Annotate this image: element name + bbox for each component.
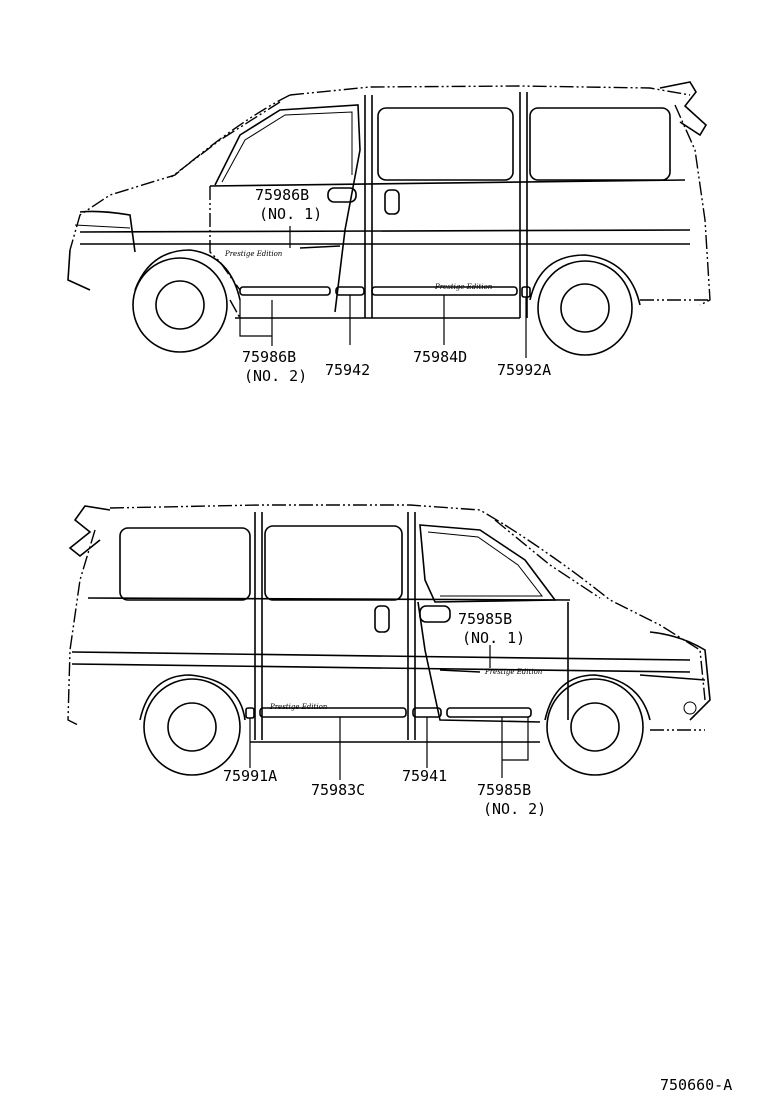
leader-75986b-no2: [239, 300, 273, 346]
label-75984d: 75984D: [413, 348, 467, 366]
leader-75985b-no2: [501, 717, 529, 778]
label-75991a: 75991A: [223, 767, 277, 785]
label-75985b-no1-sub: (NO. 1): [462, 629, 525, 647]
rear-wheel-bottom: [143, 678, 241, 776]
moulding-75991a: [245, 707, 255, 719]
label-75985b-no2-sub: (NO. 2): [483, 800, 546, 818]
moulding-75942: [335, 286, 365, 296]
emblem-prestige-front-door: Prestige Edition: [224, 250, 283, 258]
moulding-75941: [412, 707, 442, 718]
label-75986b-no2: 75986B: [242, 348, 296, 366]
label-75992a: 75992A: [497, 361, 551, 379]
front-wheel-bottom: [546, 678, 644, 776]
emblem-prestige-front-door-right: Prestige Edition: [484, 668, 543, 676]
front-wheel-top: [132, 257, 228, 353]
label-75986b-no1: 75986B: [255, 186, 309, 204]
emblem-stripe-75985b-no1: [439, 669, 481, 673]
rear-wheel-top: [537, 260, 633, 356]
moulding-75985b-no2: [446, 707, 532, 718]
moulding-75986b-no2: [239, 286, 331, 296]
label-75983c: 75983C: [311, 781, 365, 799]
moulding-75983c: [259, 707, 407, 718]
label-75985b-no2: 75985B: [477, 781, 531, 799]
label-75985b-no1: 75985B: [458, 610, 512, 628]
moulding-75992a: [521, 286, 531, 298]
diagram-id: 750660-A: [660, 1076, 732, 1094]
van-left-side-view: [67, 81, 711, 319]
emblem-stripe-75986b-no1: [299, 245, 341, 249]
label-75986b-no2-sub: (NO. 2): [244, 367, 307, 385]
label-75942: 75942: [325, 361, 370, 379]
label-75986b-no1-sub: (NO. 1): [259, 205, 322, 223]
emblem-prestige-slide-door-right: Prestige Edition: [269, 703, 328, 711]
label-75941: 75941: [402, 767, 447, 785]
van-right-side-view: [67, 504, 711, 743]
emblem-prestige-slide-door: Prestige Edition: [434, 283, 493, 291]
